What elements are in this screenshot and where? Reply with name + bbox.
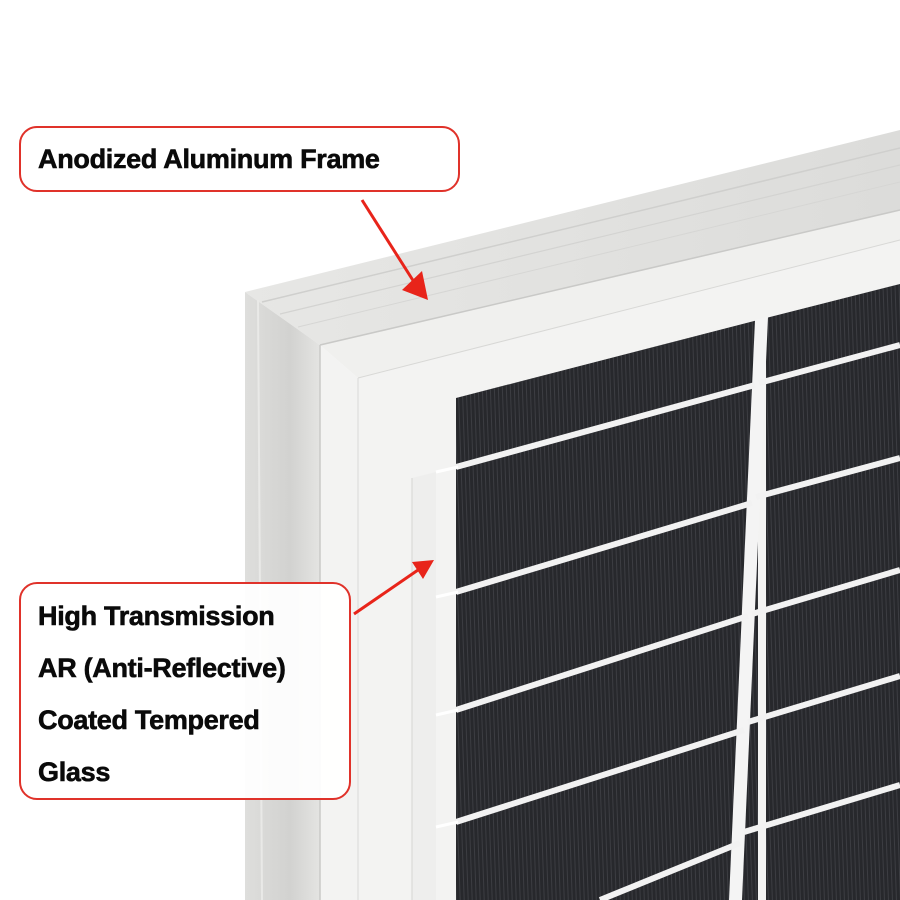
callout-glass-label: High Transmission AR (Anti-Reflective) C… [19,582,351,800]
glass-label-line-3: Coated Tempered [38,705,260,736]
glass-label-line-1: High Transmission [38,601,275,632]
cell-column-gap [729,317,768,900]
glass-label-line-4: Glass [38,757,111,788]
frame-label-text: Anodized Aluminum Frame [38,144,381,175]
cell-row-gaps [455,342,900,900]
frame-inner-lip-top [320,210,900,378]
glass-label-line-2: AR (Anti-Reflective) [38,653,286,684]
callout-frame-label: Anodized Aluminum Frame [19,126,460,192]
solar-cells-left-column [456,320,758,900]
